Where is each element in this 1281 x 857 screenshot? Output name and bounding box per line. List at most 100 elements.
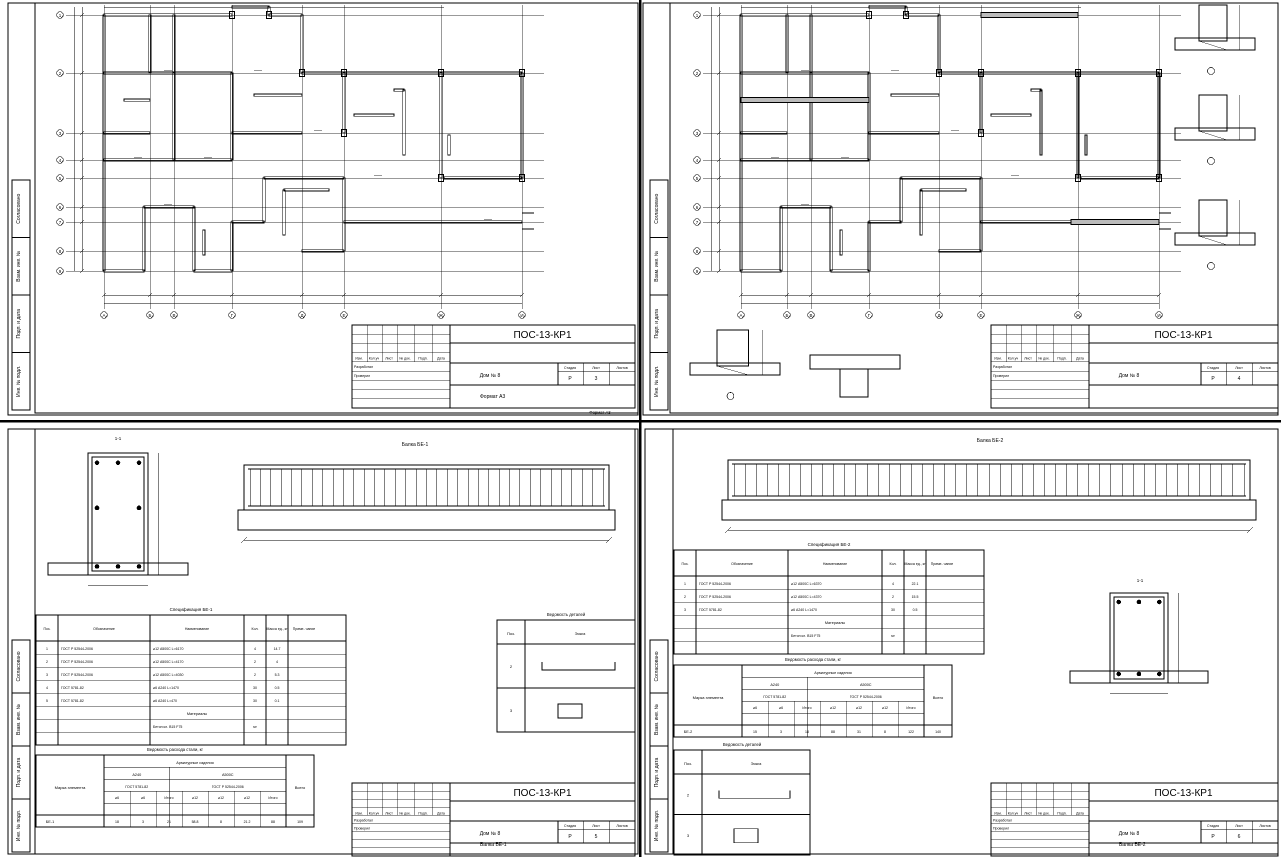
axis-row-label: 2: [696, 71, 699, 76]
axis-row-label: 5: [59, 176, 62, 181]
bending-sketch-stirrup: [557, 703, 583, 719]
title-block-header: Лист: [1024, 811, 1032, 815]
dimension-tick: [716, 130, 722, 136]
wall: [899, 177, 903, 223]
section-slab: [1069, 670, 1209, 684]
spec-concrete-unit: м³: [253, 725, 257, 729]
axis-row-label: 2: [59, 71, 62, 76]
spec-cell: ГОСТ 5781-82: [699, 608, 722, 612]
title-block-header: № док.: [399, 811, 410, 815]
axis-col-label: И: [520, 313, 523, 318]
steel-value: 21: [167, 820, 171, 824]
wall: [938, 249, 982, 253]
axis-bubble-row: [693, 11, 701, 19]
beam-be: [980, 12, 1079, 18]
spec-cell: ГОСТ 5781-82: [61, 686, 84, 690]
side-stamp-text: Подп. и дата: [654, 758, 660, 788]
title-block-name: Разработал: [993, 365, 1012, 369]
axis-row-label: 4: [59, 158, 62, 163]
dimension-tick: [1156, 292, 1162, 298]
wall: [253, 93, 303, 97]
axis-bubble-row: [56, 203, 64, 211]
doc-code: ПОС-13-КР1: [1154, 788, 1212, 799]
spec-header: Поз.: [44, 627, 51, 631]
steel-value: 18: [805, 730, 809, 734]
steel-title: Ведомость расхода стали, кг: [147, 747, 204, 752]
axis-col-label: Ж: [1076, 313, 1081, 318]
spec-cell: 2: [684, 595, 686, 599]
wall: [809, 72, 813, 161]
rebar-dot: [1157, 599, 1162, 605]
stage-header: Лист: [592, 366, 600, 370]
axis-bubble-col: [737, 311, 745, 319]
spec-cell: 22.1: [912, 582, 919, 586]
axis-bubble-col: [437, 311, 445, 319]
dimension-tick: [79, 268, 85, 274]
stage-header: Лист: [1235, 366, 1243, 370]
wall: [282, 189, 286, 236]
steel-sub-header: ⌀6: [141, 796, 145, 800]
axis-col-label: И: [1157, 313, 1160, 318]
sheet-frame: [642, 2, 1279, 416]
spec-cell: 30: [891, 608, 895, 612]
title-block-header: Подп.: [418, 357, 427, 361]
axis-col-label: Б: [149, 313, 152, 318]
column: [978, 129, 984, 137]
axis-row-label: 3: [696, 131, 699, 136]
node-detail: [1174, 94, 1256, 165]
rebar-dot: [136, 564, 142, 569]
wall: [393, 88, 405, 92]
steel-value: 8: [884, 730, 886, 734]
axis-col-label: Д: [300, 313, 303, 318]
column: [341, 129, 347, 137]
wall: [342, 72, 346, 134]
tee-detail: [809, 354, 901, 398]
sheet-number: 5: [595, 834, 598, 840]
dimension-tick: [79, 12, 85, 18]
axis-row-label: 3: [59, 131, 62, 136]
wall: [231, 131, 303, 135]
wall: [142, 206, 146, 272]
steel-sub-header: ⌀12: [882, 706, 888, 710]
axis-bubble-row: [56, 247, 64, 255]
node-bubble: [726, 392, 735, 400]
wall: [868, 131, 940, 135]
side-stamp-text: Подп. и дата: [16, 309, 22, 339]
axis-row-label: 8: [696, 249, 699, 254]
wall: [353, 113, 395, 117]
wall: [443, 176, 523, 180]
section-stirrup: [91, 456, 145, 572]
axis-row-label: 9: [696, 269, 699, 274]
bending-frame: [673, 749, 811, 856]
spec-cell: 14.7: [274, 647, 281, 651]
side-stamp-text: Согласовано: [654, 651, 660, 681]
column: [519, 174, 525, 182]
axis-bubble-col: [100, 311, 108, 319]
axis-bubble-row: [56, 218, 64, 226]
spec-cell: ГОСТ Р 52544-2006: [61, 673, 93, 677]
wall: [192, 206, 196, 272]
side-stamp-text: Согласовано: [654, 194, 660, 224]
wall: [990, 113, 1032, 117]
bending-pos: 2: [687, 792, 690, 797]
bending-pos: 3: [510, 708, 513, 713]
axis-bubble-row: [693, 247, 701, 255]
title-block-frame: [990, 782, 1279, 857]
title-block-header: Кол.уч: [1008, 811, 1019, 815]
axis-row-label: 9: [59, 269, 62, 274]
steel-row-label: БЕ-1: [46, 820, 54, 824]
title-block-header: Кол.уч: [369, 811, 380, 815]
axis-bubble-row: [56, 174, 64, 182]
title-block-header: Изм.: [994, 357, 1002, 361]
node-detail: [1174, 4, 1256, 75]
steel-sub-header: Итого: [164, 796, 173, 800]
bending-sketch-bar: [718, 790, 791, 799]
spec-header: Кол.: [252, 627, 259, 631]
